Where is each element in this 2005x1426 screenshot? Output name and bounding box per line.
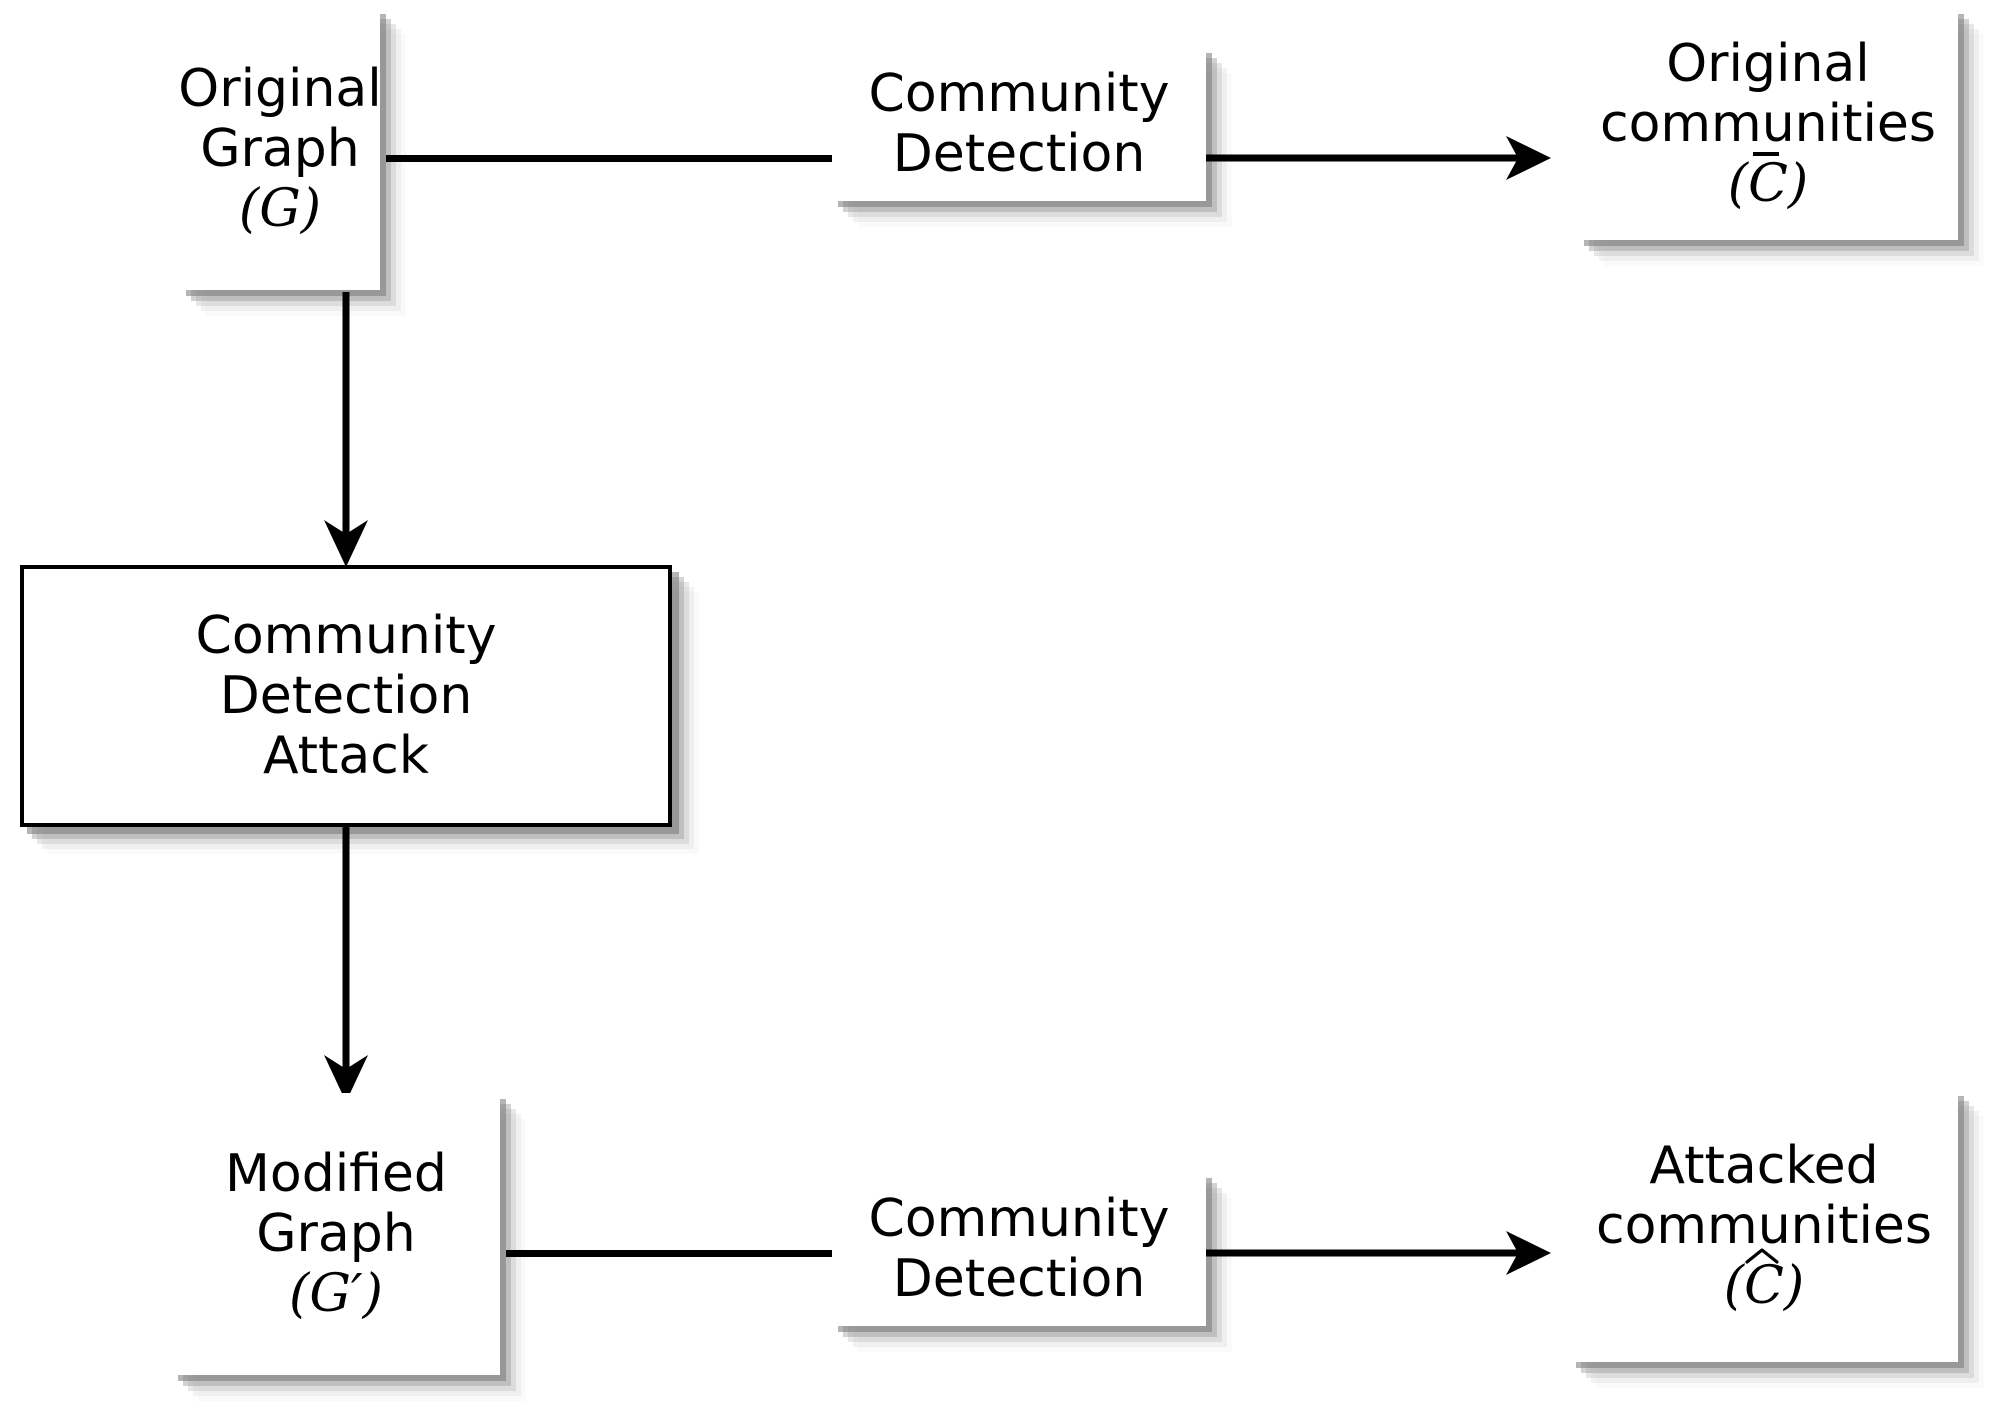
paren-close: ) [1783, 1256, 1805, 1317]
paren-open: ( [289, 1264, 310, 1325]
node-attack-line1: Community [195, 605, 497, 666]
node-original-communities-line2: communities [1600, 93, 1936, 154]
paren-close: ) [1787, 154, 1809, 215]
node-community-detection-top-line1: Community [868, 63, 1170, 124]
node-original-graph-line1: Original [178, 58, 382, 119]
symbol-g: G [259, 179, 301, 240]
node-community-detection-bottom: Community Detection [832, 1172, 1206, 1326]
node-original-graph-line2: Graph [200, 118, 360, 179]
node-community-detection-bottom-line2: Detection [892, 1249, 1146, 1309]
paren-open: ( [1723, 1256, 1745, 1317]
symbol-c: C [1748, 154, 1788, 215]
edge-original-graph-to-attack [324, 292, 368, 567]
node-original-graph: Original Graph (G) [178, 8, 382, 290]
node-modified-graph-symbol: (G′) [289, 1264, 383, 1324]
symbol-g: G [309, 1264, 351, 1325]
paren-open: ( [1727, 154, 1749, 215]
node-community-detection-top-line2: Detection [892, 124, 1146, 184]
node-community-detection-bottom-line1: Community [868, 1188, 1170, 1249]
node-original-communities: Original communities (C) [1578, 8, 1958, 240]
edge-attack-to-modified-graph [324, 827, 368, 1102]
edge-modified-graph-to-community-detection [506, 1250, 832, 1257]
circumflex-accent [1745, 1248, 1779, 1264]
node-modified-graph-line2: Graph [256, 1203, 416, 1264]
node-attack-line3: Attack [262, 726, 429, 787]
node-original-graph-symbol: (G) [239, 179, 321, 239]
node-attacked-communities: Attacked communities (C ) [1570, 1090, 1958, 1362]
prime-accent: ′ [350, 1264, 363, 1325]
paren-close: ) [300, 179, 322, 240]
paren-close: ) [362, 1264, 383, 1325]
node-modified-graph-line1: Modified [225, 1143, 447, 1204]
node-attacked-communities-line1: Attacked [1649, 1135, 1879, 1196]
node-attacked-communities-line2: communities [1596, 1195, 1932, 1256]
node-original-communities-line1: Original [1666, 33, 1870, 94]
macron-accent [1753, 152, 1779, 157]
node-community-detection-attack: Community Detection Attack [20, 565, 672, 827]
symbol-c: C [1744, 1256, 1784, 1317]
paren-open: ( [238, 179, 260, 240]
node-community-detection-top: Community Detection [832, 47, 1206, 201]
node-original-communities-symbol: (C) [1727, 152, 1809, 215]
edge-original-graph-to-community-detection [386, 155, 832, 162]
edge-community-detection-to-attacked-communities [1206, 1231, 1551, 1275]
node-modified-graph: Modified Graph (G′) [172, 1093, 500, 1375]
edge-community-detection-to-original-communities [1206, 136, 1551, 180]
node-attacked-communities-symbol: (C ) [1723, 1248, 1805, 1317]
node-attack-line2: Detection [219, 665, 473, 726]
